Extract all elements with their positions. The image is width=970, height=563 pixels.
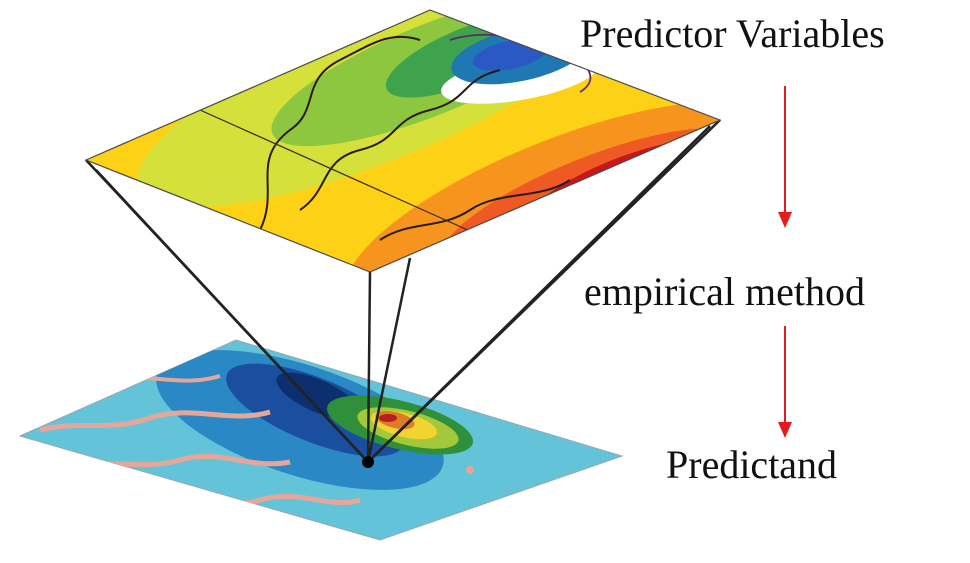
- upper-coastline-3: [379, 179, 571, 241]
- upper-gridline-1: [199, 109, 491, 241]
- flow-arrows: [778, 86, 792, 438]
- upper-coastline-2: [299, 69, 501, 211]
- lower-island: [466, 466, 474, 474]
- predictand-point: [362, 456, 374, 468]
- lower-coast-1: [39, 409, 271, 433]
- projection-lines: [85, 119, 721, 463]
- arrow-1-head: [778, 212, 792, 228]
- projection-line-right-b: [367, 125, 711, 463]
- projection-line-left-b: [95, 169, 369, 463]
- predictand-label: Predictand: [666, 442, 838, 487]
- upper-coastline-1: [259, 35, 421, 231]
- empirical-method-label: empirical method: [584, 269, 866, 314]
- predictand-map: [18, 339, 624, 541]
- upper-map-frame: [84, 9, 722, 273]
- predictor-variables-label: Predictor Variables: [580, 11, 885, 56]
- projection-line-bottom-b: [366, 257, 412, 463]
- lower-land-red: [379, 414, 397, 422]
- projection-line-bottom: [366, 271, 372, 463]
- arrow-2-head: [778, 422, 792, 438]
